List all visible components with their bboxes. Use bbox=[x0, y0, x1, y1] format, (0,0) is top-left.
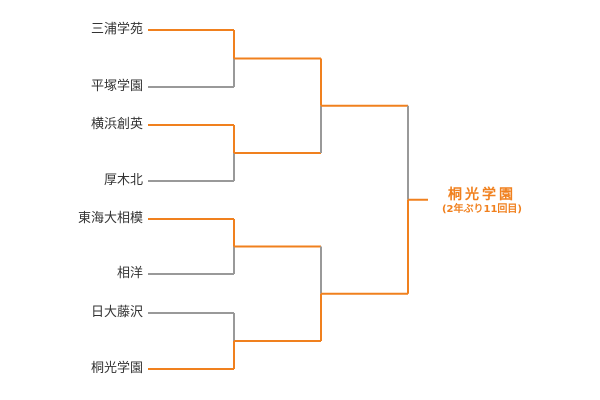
team-1: 三浦学苑 bbox=[90, 22, 143, 37]
team-2: 平塚学園 bbox=[90, 79, 143, 94]
champion: 桐光学園 (2年ぶり11回目) bbox=[432, 187, 532, 217]
champion-note: (2年ぶり11回目) bbox=[441, 204, 522, 215]
champion-name: 桐光学園 bbox=[448, 187, 516, 203]
team-3: 横浜創英 bbox=[90, 117, 143, 132]
team-7: 日大藤沢 bbox=[90, 305, 143, 320]
team-5: 東海大相模 bbox=[77, 211, 143, 226]
team-6: 相洋 bbox=[116, 266, 143, 281]
team-8: 桐光学園 bbox=[90, 361, 143, 376]
team-4: 厚木北 bbox=[103, 173, 143, 188]
